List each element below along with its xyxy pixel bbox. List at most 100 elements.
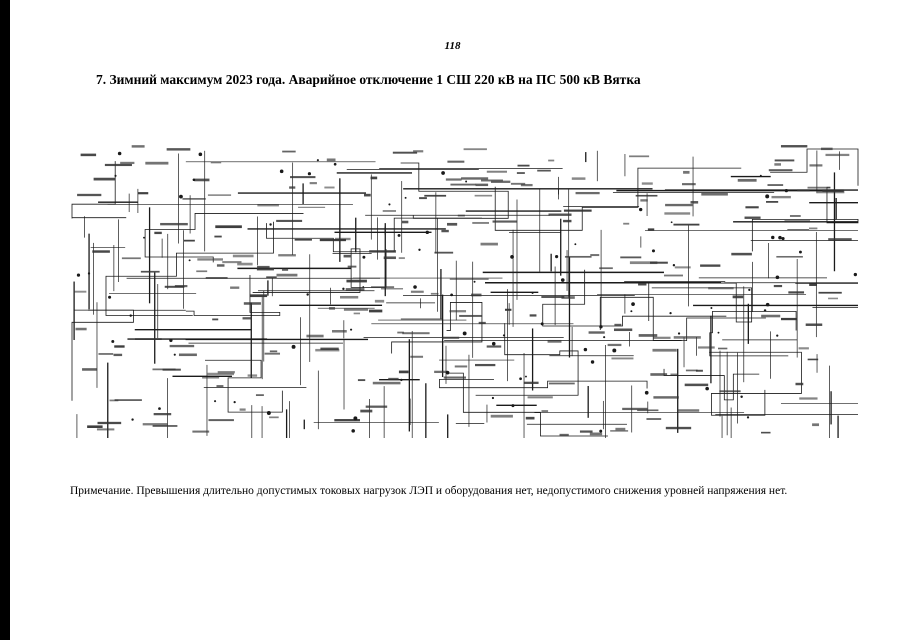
annotation-mark — [652, 348, 677, 352]
annotation-mark — [410, 355, 424, 358]
grid-node — [179, 194, 183, 199]
annotation-mark — [571, 177, 586, 180]
annotation-mark — [343, 308, 369, 311]
annotation-mark — [529, 314, 537, 317]
annotation-mark — [197, 258, 223, 261]
annotation-mark — [169, 344, 195, 348]
schematic-svg — [71, 145, 859, 438]
annotation-mark — [152, 425, 178, 427]
annotation-mark — [516, 172, 525, 174]
grid-node — [307, 172, 311, 176]
network-path — [266, 217, 482, 253]
annotation-mark — [486, 170, 507, 173]
grid-node — [362, 286, 365, 289]
annotation-mark — [402, 332, 430, 335]
annotation-mark — [398, 257, 405, 260]
annotation-mark — [561, 296, 575, 299]
annotation-mark — [798, 347, 809, 350]
annotation-mark — [475, 183, 489, 187]
grid-node — [173, 353, 176, 356]
grid-node — [853, 272, 858, 277]
annotation-mark — [256, 267, 274, 271]
annotation-mark — [683, 170, 690, 174]
annotation-mark — [599, 267, 613, 270]
annotation-mark — [461, 177, 489, 180]
annotation-mark — [559, 433, 569, 437]
network-path — [447, 372, 608, 437]
annotation-mark — [232, 254, 254, 258]
annotation-mark — [247, 374, 258, 377]
grid-node — [524, 375, 527, 378]
annotation-mark — [266, 276, 277, 279]
network-path — [400, 162, 509, 219]
annotation-mark — [216, 385, 224, 388]
power-grid-schematic — [70, 145, 860, 440]
annotation-mark — [761, 431, 771, 434]
annotation-mark — [615, 427, 626, 431]
grid-node — [388, 203, 391, 206]
annotation-mark — [563, 219, 572, 223]
annotation-mark — [134, 338, 162, 340]
annotation-mark — [623, 222, 630, 225]
annotation-mark — [490, 180, 511, 183]
annotation-mark — [471, 293, 482, 297]
grid-node — [603, 336, 606, 339]
annotation-mark — [665, 426, 692, 430]
grid-node — [342, 287, 345, 291]
annotation-mark — [281, 268, 289, 271]
annotation-mark — [474, 194, 493, 197]
annotation-mark — [478, 321, 486, 325]
annotation-mark — [463, 148, 487, 151]
grid-node — [450, 293, 453, 297]
annotation-mark — [781, 317, 798, 321]
annotation-mark — [517, 164, 530, 167]
annotation-mark — [450, 183, 477, 186]
annotation-mark — [653, 396, 679, 399]
annotation-mark — [620, 256, 642, 259]
page-title: 7. Зимний максимум 2023 года. Аварийное … — [96, 72, 641, 87]
grid-node — [555, 255, 559, 259]
annotation-mark — [664, 212, 691, 215]
annotation-mark — [548, 159, 555, 162]
annotation-mark — [398, 370, 409, 374]
grid-node — [473, 280, 476, 283]
grid-node — [192, 178, 196, 182]
annotation-mark — [82, 368, 98, 371]
annotation-mark — [309, 182, 317, 185]
annotation-mark — [214, 235, 222, 238]
grid-node — [397, 233, 401, 237]
annotation-mark — [397, 331, 404, 334]
annotation-mark — [638, 334, 658, 337]
annotation-mark — [131, 145, 145, 148]
annotation-mark — [828, 238, 852, 241]
annotation-mark — [257, 204, 279, 207]
grid-node — [583, 347, 588, 352]
grid-node — [519, 377, 522, 381]
grid-node — [599, 429, 603, 433]
annotation-mark — [166, 148, 191, 151]
grid-node — [670, 221, 673, 224]
annotation-mark — [719, 390, 741, 393]
grid-node — [510, 255, 514, 259]
grid-node — [631, 302, 635, 307]
annotation-mark — [771, 195, 791, 199]
annotation-mark — [818, 291, 842, 294]
annotation-mark — [326, 158, 336, 162]
annotation-mark — [360, 409, 373, 413]
network-path — [391, 302, 483, 354]
annotation-mark — [276, 273, 298, 277]
annotation-mark — [87, 425, 103, 428]
grid-node — [465, 180, 468, 183]
annotation-mark — [745, 206, 759, 209]
annotation-mark — [761, 314, 781, 318]
grid-node — [351, 429, 355, 433]
annotation-mark — [392, 151, 418, 154]
annotation-mark — [196, 270, 208, 273]
annotation-mark — [276, 219, 303, 222]
annotation-mark — [589, 432, 603, 436]
annotation-mark — [434, 370, 448, 374]
annotation-mark — [447, 222, 458, 226]
grid-node — [717, 331, 720, 334]
annotation-mark — [93, 177, 116, 181]
annotation-mark — [684, 383, 709, 387]
